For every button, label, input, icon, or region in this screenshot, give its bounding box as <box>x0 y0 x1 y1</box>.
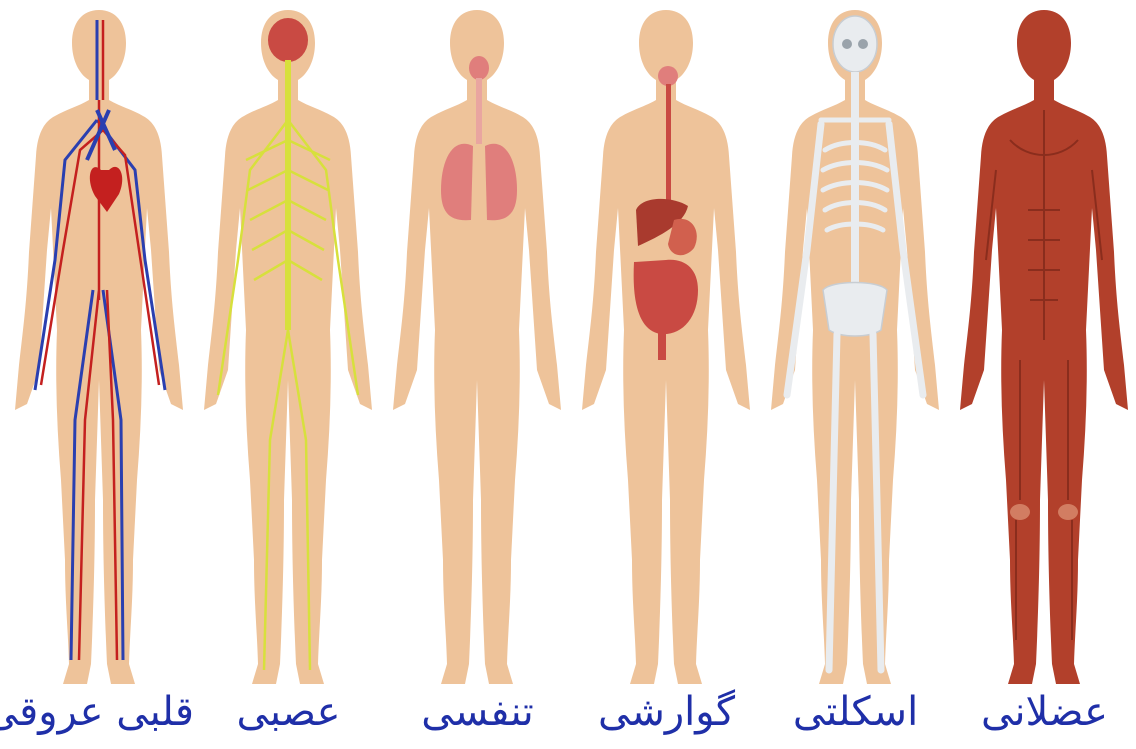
brain-shape <box>268 18 308 62</box>
skull-shape <box>833 16 877 72</box>
lungs-icon <box>383 0 572 690</box>
brain-nerves-icon <box>194 0 383 690</box>
circulatory-figure <box>5 0 194 690</box>
skeleton-icon <box>761 0 950 690</box>
label-skeletal: اسکلتی <box>761 680 950 744</box>
stomach-intestines-icon <box>572 0 761 690</box>
label-circulatory: قلبی عروقی <box>5 680 194 744</box>
heart-vessels-icon <box>5 0 194 690</box>
label-respiratory: تنفسی <box>383 680 572 744</box>
label-digestive: گوارشی <box>572 680 761 744</box>
label-nervous: عصبی <box>194 680 383 744</box>
label-muscular: عضلانی <box>950 680 1136 744</box>
digestive-figure <box>572 0 761 690</box>
respiratory-figure <box>383 0 572 690</box>
nervous-figure <box>194 0 383 690</box>
skeletal-figure <box>761 0 950 690</box>
muscular-figure <box>950 0 1136 690</box>
muscles-icon <box>950 0 1136 690</box>
